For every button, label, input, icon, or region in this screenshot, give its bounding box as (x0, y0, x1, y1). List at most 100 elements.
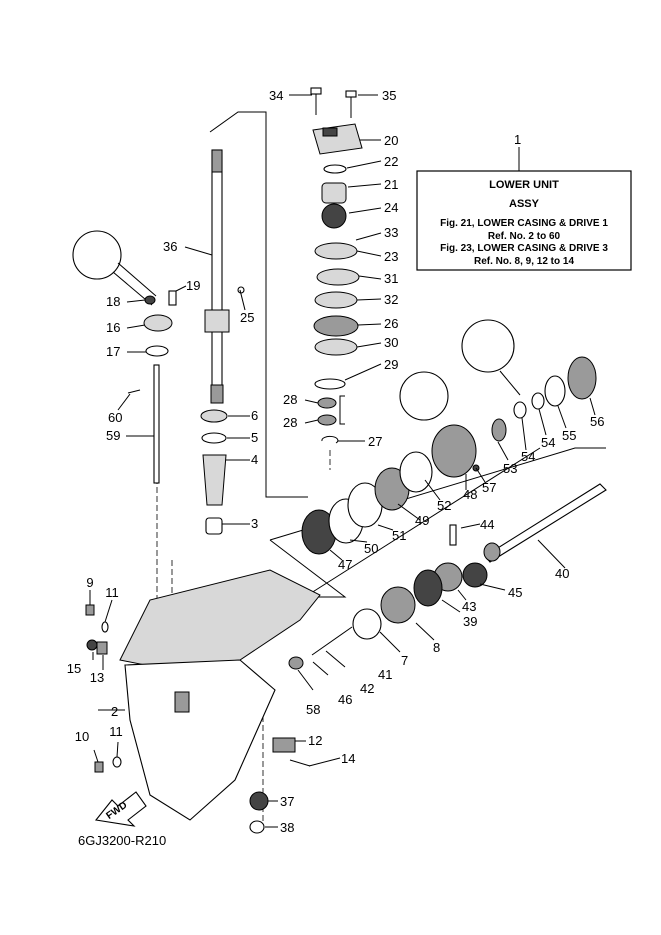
callout-1: 1 (514, 132, 521, 147)
bearing-6 (200, 409, 228, 423)
callout-20: 20 (384, 133, 398, 148)
gasket-30 (314, 338, 358, 356)
callout-13: 13 (90, 670, 104, 685)
claw-washer-55 (544, 375, 566, 407)
lower-casing (119, 569, 321, 821)
oil-seal-5 (201, 432, 227, 444)
callout-38: 38 (280, 820, 294, 835)
callout-19: 19 (186, 278, 200, 293)
callout-32: 32 (384, 292, 398, 307)
callout-18: 18 (106, 294, 120, 309)
callout-24: 24 (384, 200, 398, 215)
propeller-shaft-40 (484, 483, 607, 563)
plate-22 (323, 164, 347, 174)
seal-bracket (339, 395, 345, 425)
callout-42: 42 (360, 681, 374, 696)
forward-gear-39 (413, 569, 443, 607)
pump-base-26 (313, 315, 359, 337)
pin-44 (449, 524, 457, 546)
ring-nut-56 (567, 356, 597, 400)
callout-11-upper: 11 (105, 585, 119, 600)
bolt-10 (94, 761, 104, 773)
needle-bearing-53 (491, 418, 507, 442)
spring-45 (462, 562, 488, 588)
callout-5: 5 (251, 430, 258, 445)
fwd-arrow: FWD (94, 791, 147, 827)
callout-3: 3 (251, 516, 258, 531)
callout-59: 59 (106, 428, 120, 443)
drawing-code: 6GJ3200-R210 (78, 833, 166, 848)
shift-rod-59 (153, 364, 160, 484)
callout-4: 4 (251, 452, 258, 467)
callout-60: 60 (108, 410, 122, 425)
cover-13 (96, 641, 108, 655)
info-box-frame (416, 170, 632, 271)
info-box-line3: Fig. 23, LOWER CASING & DRIVE 3 (440, 243, 608, 254)
callout-33: 33 (384, 225, 398, 240)
pump-bolts (310, 87, 357, 118)
info-box-line2: Ref. No. 2 to 60 (488, 231, 561, 242)
drive-shaft (204, 149, 230, 404)
callout-45: 45 (508, 585, 522, 600)
casing-window (174, 691, 190, 713)
callout-41: 41 (378, 667, 392, 682)
bolt-35-head (345, 90, 357, 98)
callout-28-upper: 28 (283, 392, 297, 407)
oil-seal-28-lower (317, 414, 337, 426)
callout-55: 55 (562, 428, 576, 443)
pump-housing-boss (322, 127, 338, 137)
lower-casing-top (119, 569, 321, 669)
callout-23: 23 (384, 249, 398, 264)
callout-27: 27 (368, 434, 382, 449)
nut-18 (144, 295, 156, 305)
detail-circle-shift (72, 230, 122, 280)
callout-31: 31 (384, 271, 398, 286)
callout-7: 7 (401, 653, 408, 668)
outer-plate-31 (316, 268, 360, 286)
drive-shaft-body (211, 149, 223, 391)
o-ring-17 (145, 345, 169, 357)
callout-52: 52 (437, 498, 451, 513)
drive-shaft-spline-top (211, 149, 223, 173)
callout-54-a: 54 (521, 449, 535, 464)
callout-53: 53 (503, 461, 517, 476)
bolt-9 (85, 604, 95, 616)
callout-43: 43 (462, 599, 476, 614)
callout-49: 49 (415, 513, 429, 528)
callout-30: 30 (384, 335, 398, 350)
shift-rod-group (72, 230, 177, 484)
callout-15: 15 (67, 661, 81, 676)
drive-shaft-collar (204, 309, 230, 333)
callout-22: 22 (384, 154, 398, 169)
bolt-19 (168, 290, 177, 306)
callout-34: 34 (269, 88, 283, 103)
callout-50: 50 (364, 541, 378, 556)
info-box-line4: Ref. No. 8, 9, 12 to 14 (474, 256, 574, 267)
callout-36: 36 (163, 239, 177, 254)
washer-11-upper (101, 621, 109, 633)
callout-11-lower: 11 (109, 724, 123, 739)
bolt-34-head (310, 87, 322, 95)
sleeve-4 (202, 454, 227, 506)
detail-circle-seal (399, 371, 449, 421)
water-pump-stack (312, 123, 363, 444)
callout-12: 12 (308, 733, 322, 748)
info-box-title: LOWER UNIT (489, 179, 559, 191)
insert-cartridge-21 (321, 182, 347, 204)
callout-48: 48 (463, 487, 477, 502)
frame-lines (209, 111, 606, 601)
needle-bearing-3 (205, 517, 223, 535)
callout-28-lower: 28 (283, 415, 297, 430)
callout-47: 47 (338, 557, 352, 572)
callout-58: 58 (306, 702, 320, 717)
nut-15 (86, 639, 98, 651)
info-box: 1 LOWER UNIT ASSY Fig. 21, LOWER CASING … (416, 132, 632, 271)
callout-51: 51 (392, 528, 406, 543)
callout-26: 26 (384, 316, 398, 331)
callout-14: 14 (341, 751, 355, 766)
plunger-58 (288, 656, 304, 670)
info-box-line1: Fig. 21, LOWER CASING & DRIVE 1 (440, 218, 608, 229)
shim-7 (352, 608, 382, 640)
leader-lines (89, 94, 596, 828)
